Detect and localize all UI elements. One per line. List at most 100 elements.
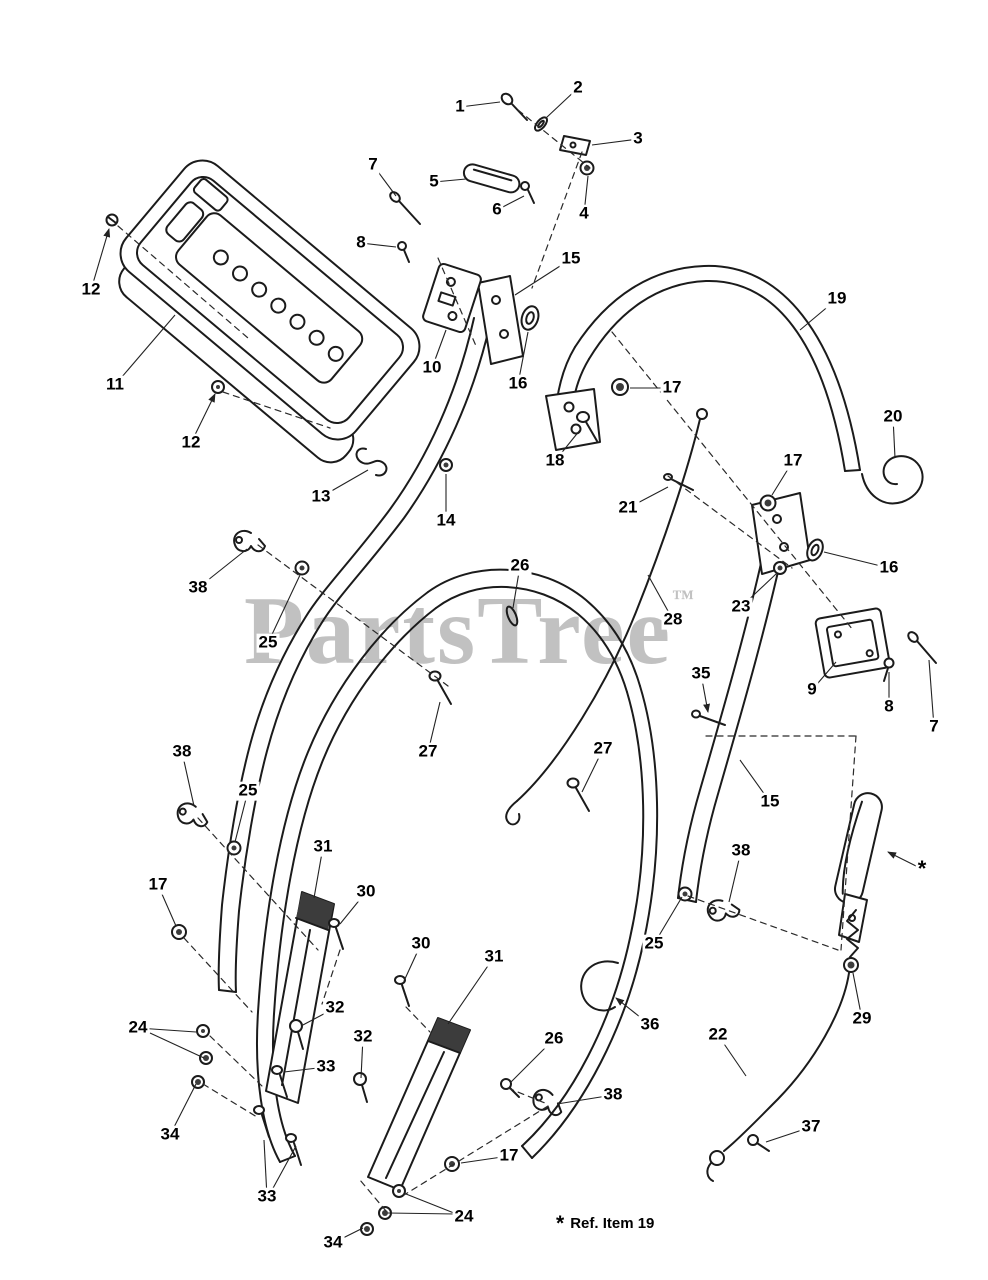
screw-part-32-a	[289, 1019, 304, 1050]
callout-29: 29	[850, 1008, 874, 1029]
leader-line	[263, 1139, 268, 1198]
screw-part-37	[747, 1134, 770, 1152]
callout-20: 20	[881, 406, 905, 427]
grip-hook-part-20	[861, 455, 924, 505]
callout-21: 21	[616, 497, 640, 518]
left-lower-tube-part-15	[217, 275, 524, 993]
bracket-part-9	[814, 607, 891, 679]
screw-part-12	[105, 213, 119, 227]
callout-23: 23	[729, 596, 753, 617]
washer-part-25-b	[226, 840, 242, 856]
bolt-part-30-b	[394, 975, 410, 1007]
callout-31: 31	[311, 836, 335, 857]
leader-line	[447, 956, 495, 1025]
washer-part-12	[211, 380, 225, 394]
callout-36: 36	[638, 1014, 662, 1035]
nut-part-17	[611, 378, 629, 396]
callout-4: 4	[577, 203, 591, 224]
callout-7: 7	[927, 716, 941, 737]
callout-3: 3	[631, 128, 645, 149]
bolt-part-18	[576, 411, 598, 442]
callout-25: 25	[642, 933, 666, 954]
callout-17: 17	[497, 1145, 521, 1166]
callout-25: 25	[236, 780, 260, 801]
callout-10: 10	[420, 357, 444, 378]
callout-7: 7	[366, 154, 380, 175]
callout-2: 2	[571, 77, 585, 98]
callout-star: *	[915, 855, 929, 882]
cable-part-22	[706, 909, 859, 1182]
pin-part-35	[691, 709, 726, 726]
callout-17: 17	[146, 874, 170, 895]
callout-8: 8	[882, 696, 896, 717]
clip-part-3	[559, 135, 591, 156]
watermark: PartsTree™	[244, 582, 694, 680]
nut-part-17-bottom	[444, 1156, 460, 1172]
trademark-symbol: ™	[671, 585, 694, 610]
nut-part-34-a	[191, 1075, 205, 1089]
callout-19: 19	[825, 288, 849, 309]
nut-part-14	[439, 458, 453, 472]
callout-27: 27	[416, 741, 440, 762]
leader-line	[267, 574, 301, 644]
callout-9: 9	[805, 679, 819, 700]
nut-part-29	[843, 957, 859, 973]
leader-line	[149, 1032, 205, 1059]
callout-32: 32	[351, 1026, 375, 1047]
washer-part-24-a	[196, 1024, 210, 1038]
callout-34: 34	[158, 1124, 182, 1145]
callout-14: 14	[434, 510, 458, 531]
bolt-part-30-a	[328, 918, 344, 950]
callout-1: 1	[453, 96, 467, 117]
callout-30: 30	[409, 933, 433, 954]
leader-line	[387, 1212, 456, 1215]
cable-band-26	[505, 605, 519, 627]
leader-line	[591, 138, 639, 146]
grip-lever-part-5	[462, 163, 521, 194]
bracket-part-10	[422, 262, 482, 334]
callout-38: 38	[186, 577, 210, 598]
callout-15: 15	[559, 248, 583, 269]
callout-6: 6	[490, 199, 504, 220]
callout-15: 15	[758, 791, 782, 812]
footnote: * Ref. Item 19	[556, 1212, 654, 1236]
washer-part-16-right	[806, 538, 824, 562]
screw-part-32-b	[353, 1072, 368, 1103]
alignment-dashed-lines	[117, 109, 857, 1212]
callout-25: 25	[256, 632, 280, 653]
callout-24: 24	[452, 1206, 476, 1227]
footnote-asterisk: *	[556, 1212, 565, 1235]
callout-17: 17	[781, 450, 805, 471]
callout-30: 30	[354, 881, 378, 902]
callout-34: 34	[321, 1232, 345, 1253]
nut-part-17-right	[759, 494, 777, 512]
callout-5: 5	[427, 171, 441, 192]
callout-27: 27	[591, 738, 615, 759]
callout-16: 16	[877, 557, 901, 578]
screw-part-6	[520, 181, 535, 204]
callout-11: 11	[104, 374, 126, 395]
bolt-part-7	[389, 191, 421, 225]
washer-part-23	[773, 561, 787, 575]
callout-17: 17	[660, 377, 684, 398]
callout-35: 35	[689, 663, 713, 684]
callout-38: 38	[601, 1084, 625, 1105]
callout-12: 12	[79, 279, 103, 300]
callout-38: 38	[729, 840, 753, 861]
callout-18: 18	[543, 450, 567, 471]
bolt-part-33-a	[271, 1065, 288, 1098]
cable-guide-part-36	[580, 960, 619, 1012]
callout-37: 37	[799, 1116, 823, 1137]
callout-26: 26	[508, 555, 532, 576]
footnote-text: Ref. Item 19	[570, 1215, 655, 1232]
callout-24: 24	[126, 1017, 150, 1038]
leader-line	[271, 1145, 297, 1191]
callout-8: 8	[354, 232, 368, 253]
bolt-part-27-b	[566, 777, 590, 812]
s-hook-part-13	[355, 447, 388, 477]
callout-33: 33	[314, 1056, 338, 1077]
bolt-part-33-b	[253, 1105, 270, 1138]
upper-handle-part-19	[545, 264, 861, 472]
callout-38: 38	[170, 741, 194, 762]
